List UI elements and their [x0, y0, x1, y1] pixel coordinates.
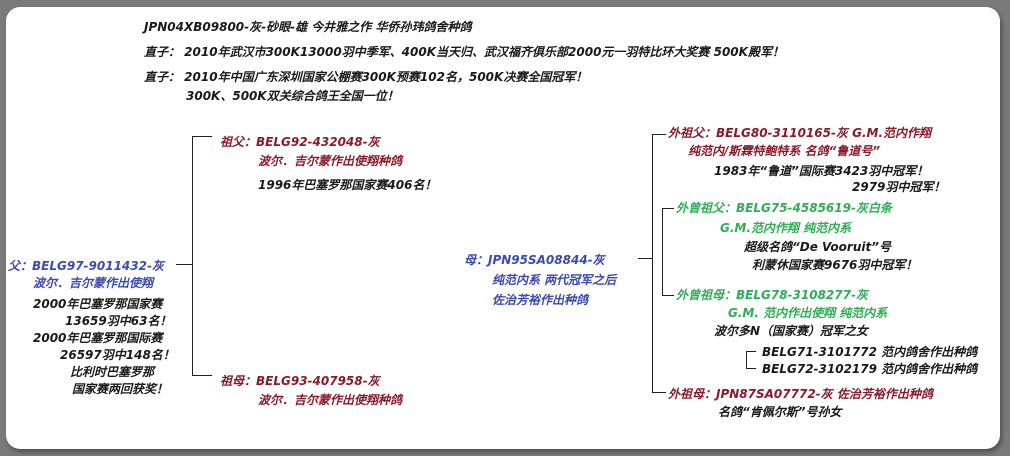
maternal-great-grandsire-line-1: G.M.范内作翔 纯范内系: [720, 221, 852, 235]
grandsire-bracket-top: [662, 208, 674, 209]
dam-bracket-top: [652, 134, 666, 135]
maternal-great-grandsire-ring: 外曾祖父：BELG75-4585619-灰白条: [676, 201, 892, 215]
sire-result-3: 2000年巴塞罗那国际赛: [33, 331, 163, 345]
dam-ring: 母：JPN95SA08844-灰: [464, 253, 605, 267]
paternal-granddam-ring: 祖母：BELG93-407958-灰: [220, 374, 380, 388]
maternal-grandsire-line-2: 1983年“鲁道”国际赛3423羽中冠军！: [714, 164, 929, 178]
paternal-grandsire-breeder: 波尔．吉尔蒙作出使翔种鸽: [258, 154, 403, 168]
offspring-achievement-3: 300K、500K双关综合鸽王全国一位！: [186, 89, 399, 103]
great-granddam-bracket-top: [746, 351, 756, 352]
maternal-grandsire-line-3: 2979羽中冠军！: [852, 180, 946, 194]
dam-bracket-vertical: [652, 134, 653, 392]
great-granddam-parent-2: BELG72-3102179 范内鸽舍作出种鸽: [762, 362, 978, 376]
maternal-great-granddam-ring: 外曾祖母：BELG78-3108277-灰: [676, 288, 868, 302]
maternal-granddam-ring: 外祖母：JPN87SA07772-灰 佐治芳裕作出种鸽: [668, 387, 933, 401]
great-granddam-bracket-vertical: [746, 351, 747, 368]
offspring-achievement-1: 直子： 2010年武汉市300K13000羽中季军、400K当天归、武汉福齐俱乐…: [144, 45, 784, 59]
paternal-grandsire-ring: 祖父：BELG92-432048-灰: [220, 135, 380, 149]
maternal-great-grandsire-line-3: 利蒙休国家赛9676羽中冠军！: [752, 258, 918, 272]
sire-bracket-vertical: [192, 136, 193, 375]
paternal-grandsire-result: 1996年巴塞罗那国家赛406名！: [258, 178, 437, 192]
maternal-great-granddam-line-1: G.M. 范内作出使翔 纯范内系: [728, 306, 888, 320]
sire-bracket-bottom: [192, 375, 212, 376]
sire-bracket-top: [192, 136, 212, 137]
great-granddam-bracket-bottom: [746, 368, 756, 369]
sire-breeder: 波尔．吉尔蒙作出使翔: [33, 276, 154, 290]
maternal-granddam-line-1: 名鸽“肯佩尔斯”号孙女: [718, 405, 842, 419]
dam-bracket-bottom: [652, 392, 666, 393]
maternal-grandsire-line-1: 纯范内/斯霖特鲍特系 名鸽“鲁道号”: [688, 144, 881, 158]
sire-result-5: 比利时巴塞罗那: [70, 365, 155, 379]
sire-result-4: 26597羽中148名！: [60, 348, 175, 362]
grandsire-bracket-bottom: [662, 295, 674, 296]
grandsire-bracket-vertical: [662, 208, 663, 295]
pedigree-card: JPN04XB09800-灰-砂眼-雄 今井雅之作 华侨孙玮鸽舍种鸽 直子： 2…: [6, 7, 1000, 449]
offspring-achievement-2: 直子： 2010年中国广东深圳国家公棚赛300K预赛102名，500K决赛全国冠…: [144, 70, 588, 84]
sire-ring: 父：BELG97-9011432-灰: [8, 259, 164, 273]
paternal-granddam-breeder: 波尔．吉尔蒙作出使翔种鸽: [258, 393, 403, 407]
sire-connector: [176, 264, 192, 265]
dam-line-2: 佐治芳裕作出种鸽: [492, 293, 589, 307]
pigeon-title: JPN04XB09800-灰-砂眼-雄 今井雅之作 华侨孙玮鸽舍种鸽: [144, 20, 472, 34]
sire-result-6: 国家赛两回获奖！: [72, 382, 169, 396]
dam-line-1: 纯范内系 两代冠军之后: [492, 273, 617, 287]
sire-result-1: 2000年巴塞罗那国家赛: [33, 297, 163, 311]
maternal-grandsire-ring: 外祖父：BELG80-3110165-灰 G.M.范内作翔: [668, 126, 932, 140]
maternal-great-granddam-line-2: 波尔多N（国家赛）冠军之女: [714, 324, 869, 338]
great-granddam-parent-1: BELG71-3101772 范内鸽舍作出种鸽: [762, 345, 978, 359]
sire-result-2: 13659羽中63名！: [65, 314, 172, 328]
maternal-great-grandsire-line-2: 超级名鸽“De Vooruit”号: [744, 240, 891, 254]
dam-connector: [638, 258, 652, 259]
